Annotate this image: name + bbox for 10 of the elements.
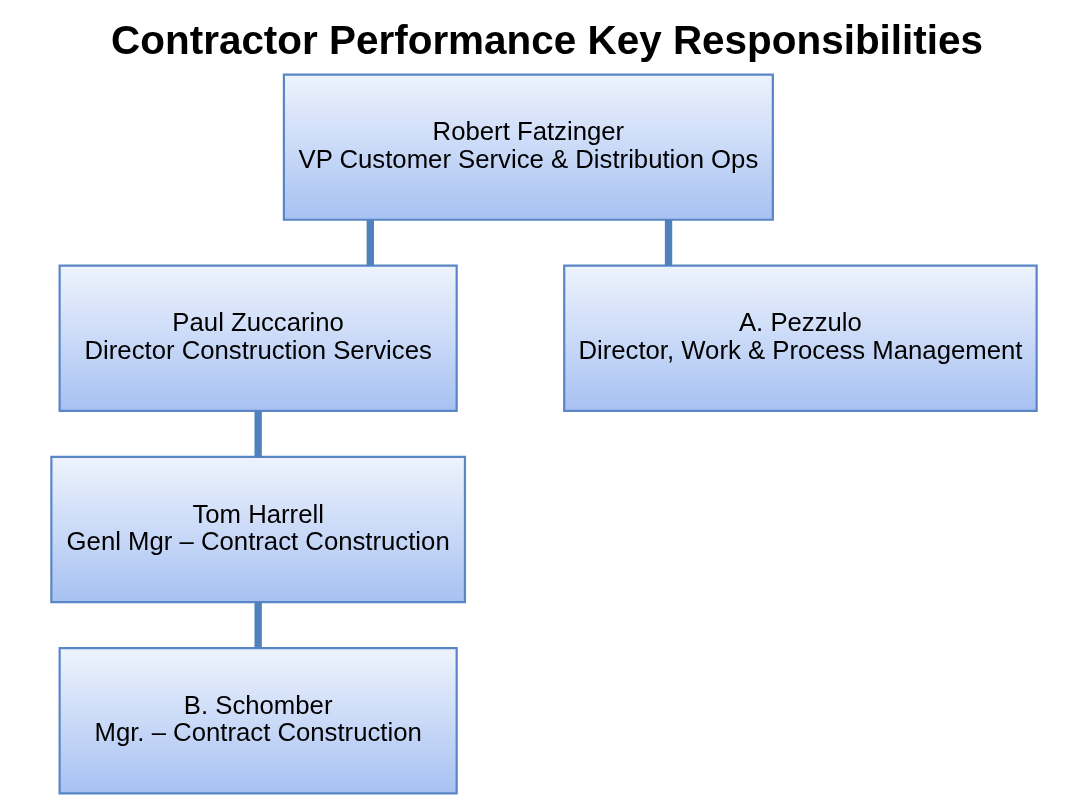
connector (254, 411, 262, 457)
diagram-title: Contractor Performance Key Responsibilities (111, 16, 983, 63)
node-box: B. Schomber Mgr. – Contract Construction (58, 646, 458, 795)
node-box: Paul Zuccarino Director Construction Services (58, 264, 458, 413)
connector (366, 219, 374, 266)
node-box: A. Pezzulo Director, Work & Process Management (563, 264, 1038, 413)
node-box: Robert Fatzinger VP Customer Service & Distribution Ops (282, 73, 774, 221)
connector (664, 219, 673, 266)
connector (254, 602, 262, 649)
node-box: Tom Harrell Genl Mgr – Contract Construction (50, 455, 467, 604)
